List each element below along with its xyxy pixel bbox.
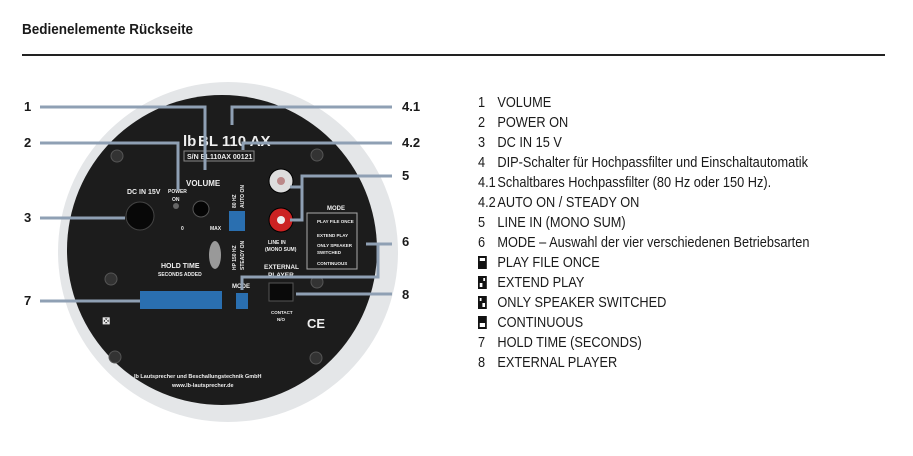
callout-4-1: 4.1 [402,99,421,114]
mounting-bracket [209,241,221,269]
dip-switch-4 [229,211,245,231]
model-label: BL 110 AX [198,133,271,150]
mode-dip-switch [236,293,248,309]
svg-text:SECONDS ADDED: SECONDS ADDED [158,272,202,278]
svg-text:www.lb-lautsprecher.de: www.lb-lautsprecher.de [171,383,234,389]
switch-right-up-icon [478,296,487,309]
svg-text:0: 0 [181,226,184,232]
callout-2: 2 [24,135,32,150]
svg-text:LINE IN: LINE IN [268,240,286,246]
serial-number: S/N BL110AX 00121 [187,154,252,161]
svg-text:MODE: MODE [327,206,345,212]
dc-jack [125,201,155,231]
svg-text:STEADY ON: STEADY ON [240,241,246,270]
svg-text:(MONO SUM): (MONO SUM) [265,247,297,253]
callout-lines [40,105,392,303]
external-player-terminal [268,282,294,302]
divider [22,54,885,56]
svg-text:N/O: N/O [277,317,286,322]
svg-text:lb Lautsprecher und Beschallun: lb Lautsprecher und Beschallungstechnik … [134,374,261,380]
callout-3: 3 [24,210,32,225]
callout-7: 7 [24,293,32,308]
svg-text:CONTACT: CONTACT [271,310,293,315]
dc-label: DC IN 15V [127,189,161,196]
svg-text:EXTEND PLAY: EXTEND PLAY [317,233,348,238]
ce-mark: CE [307,316,325,331]
svg-text:VOLUME: VOLUME [186,179,221,188]
svg-text:HOLD TIME: HOLD TIME [161,263,200,270]
svg-text:SWITCHED: SWITCHED [317,250,342,255]
svg-text:ONLY SPEAKER: ONLY SPEAKER [317,243,353,248]
svg-text:CONTINUOUS: CONTINUOUS [317,261,347,266]
callout-8: 8 [402,287,410,302]
svg-text:POWER: POWER [168,189,187,195]
svg-text:80 HZ: 80 HZ [232,194,238,208]
switch-both-down-icon [478,256,487,269]
hold-time-dip-switch [140,291,222,309]
svg-text:PLAY FILE ONCE: PLAY FILE ONCE [317,219,354,224]
section-title: Bedienelemente Rückseite [22,21,194,38]
callout-1: 1 [24,99,32,114]
switch-left-up-icon [478,276,487,289]
screws [104,148,324,365]
switch-both-up-icon [478,316,487,329]
volume-knob [192,200,210,218]
mode-item: CONTINUOUS [478,313,809,333]
callout-4-2: 4.2 [402,135,421,150]
mode-item: PLAY FILE ONCE [478,253,809,273]
weee-icon: ⊠ [102,316,110,327]
mode-item: ONLY SPEAKER SWITCHED [478,293,809,313]
brand-logo: lb [183,133,196,150]
mode-item: EXTEND PLAY [478,273,809,293]
svg-text:AUTO ON: AUTO ON [240,185,246,208]
rear-panel [67,95,377,405]
callout-5: 5 [402,168,410,183]
svg-text:HP 150 HZ: HP 150 HZ [232,245,238,270]
svg-text:ON: ON [172,197,180,203]
device-rear-panel-image: lb BL 110 AX S/N BL110AX 00121 DC IN 15V… [40,82,398,422]
power-led [173,203,179,209]
svg-text:MAX: MAX [210,226,222,232]
callout-6: 6 [402,234,410,249]
svg-text:EXTERNAL: EXTERNAL [264,264,299,271]
